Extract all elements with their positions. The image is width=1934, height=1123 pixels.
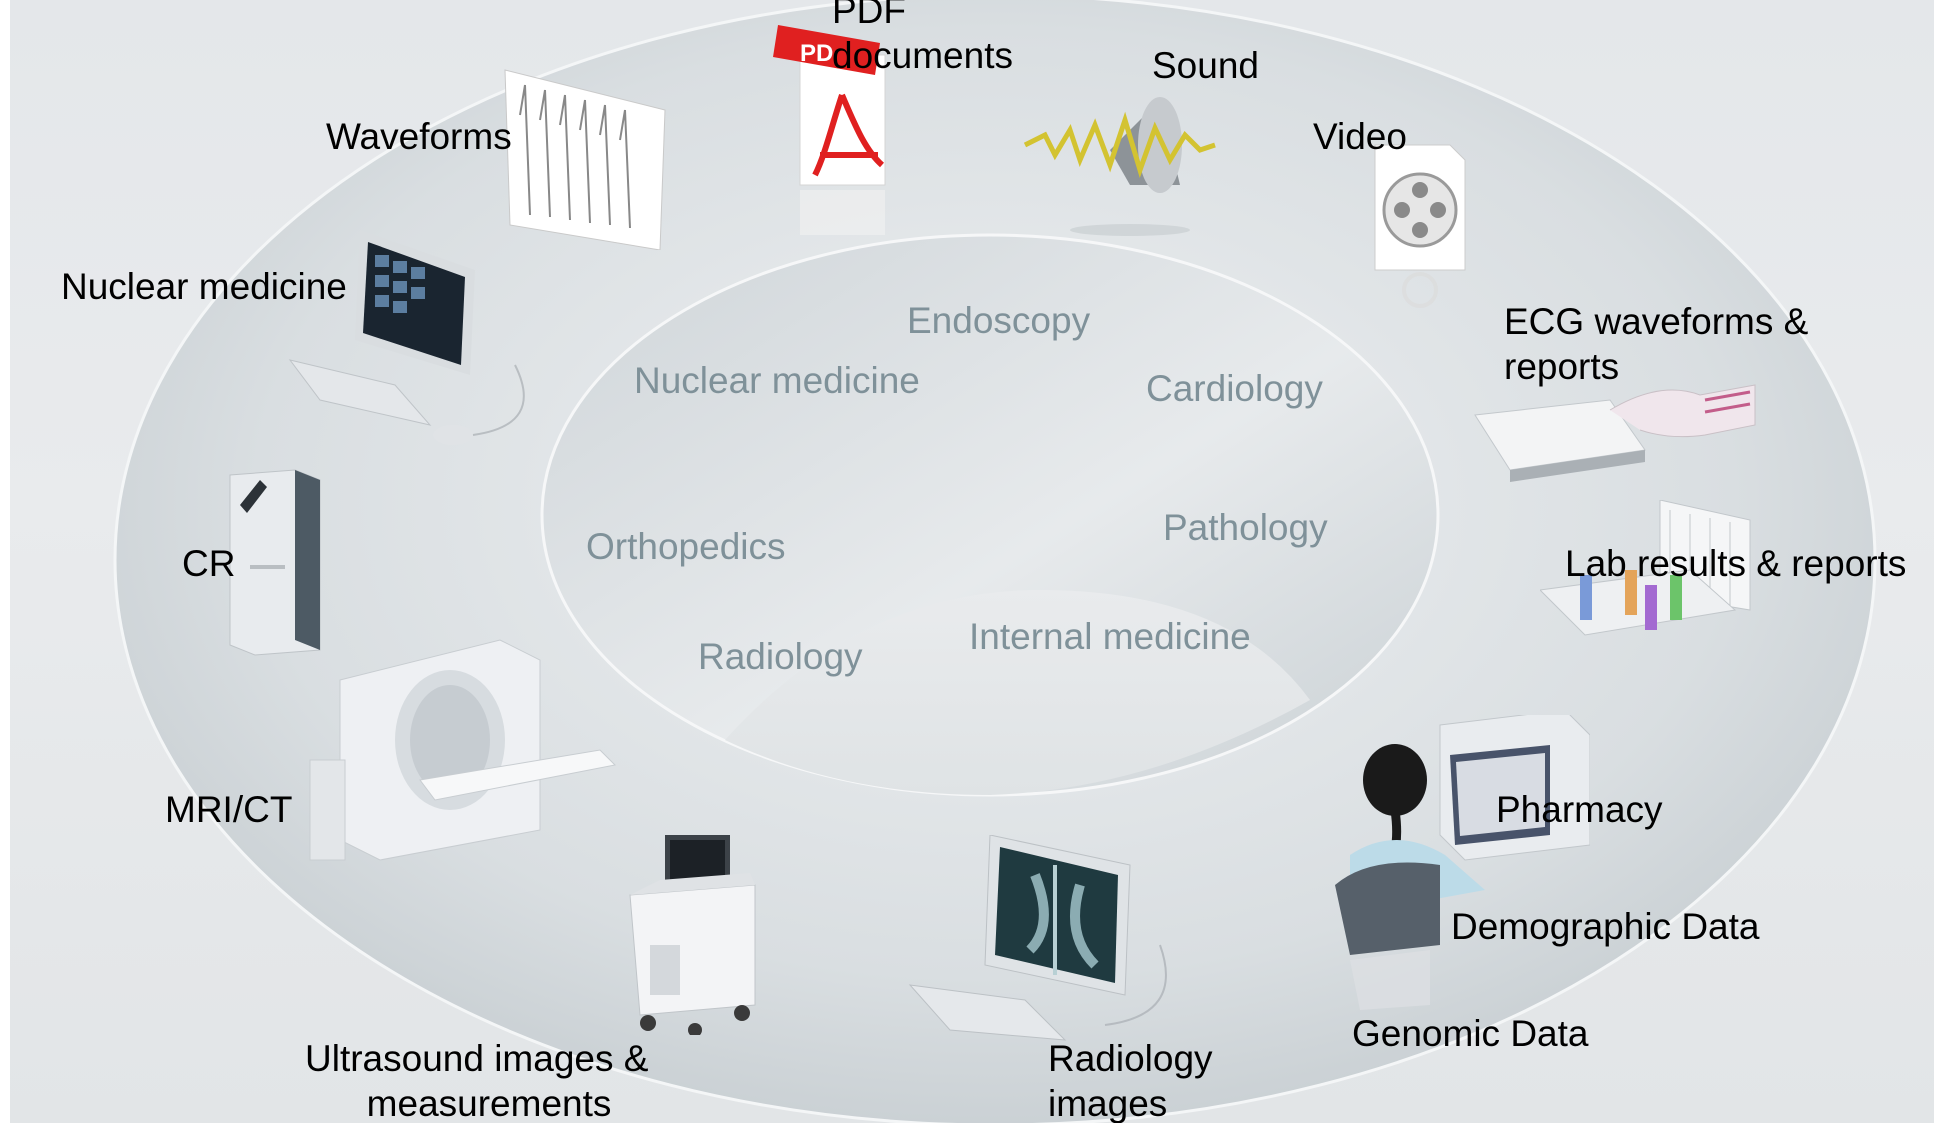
lab-tubes-icon bbox=[1540, 500, 1751, 636]
label-pharmacy: Pharmacy bbox=[1496, 789, 1663, 830]
pharmacist-at-computer-icon bbox=[1335, 715, 1590, 1010]
label-genomic-data: Genomic Data bbox=[1352, 1013, 1589, 1054]
inner-label-radiology: Radiology bbox=[698, 636, 863, 677]
workstation-icon bbox=[288, 230, 525, 445]
label-radiology-images: Radiology images bbox=[1048, 1038, 1213, 1123]
label-nuclear-medicine: Nuclear medicine bbox=[61, 266, 347, 307]
video-reel-icon bbox=[1374, 144, 1466, 308]
ecg-machine-icon bbox=[1474, 384, 1756, 482]
label-pdf-documents: PDF documents bbox=[832, 0, 1013, 76]
label-demographic-data: Demographic Data bbox=[1451, 906, 1760, 947]
label-video: Video bbox=[1313, 116, 1407, 157]
inner-floor bbox=[725, 590, 1310, 795]
sound-icon bbox=[1023, 97, 1216, 236]
ultrasound-machine-icon bbox=[629, 835, 756, 1035]
svg-text:PD: PD bbox=[800, 40, 833, 67]
inner-label-internal-medicine: Internal medicine bbox=[969, 616, 1251, 657]
inner-label-endoscopy: Endoscopy bbox=[907, 300, 1091, 341]
inner-label-orthopedics: Orthopedics bbox=[586, 526, 786, 567]
radiology-workstation-icon bbox=[908, 835, 1167, 1041]
label-waveforms: Waveforms bbox=[326, 116, 512, 157]
label-cr: CR bbox=[182, 543, 236, 584]
label-sound: Sound bbox=[1152, 45, 1259, 86]
inner-label-pathology: Pathology bbox=[1163, 507, 1328, 548]
inner-label-nuclear-medicine: Nuclear medicine bbox=[634, 360, 920, 401]
inner-label-cardiology: Cardiology bbox=[1146, 368, 1323, 409]
label-ultrasound-images-measurements: Ultrasound images & measurements bbox=[305, 1038, 649, 1123]
label-lab-results-reports: Lab results & reports bbox=[1565, 543, 1907, 584]
pdf-icon: PD bbox=[773, 25, 886, 235]
cr-reader-icon bbox=[229, 469, 321, 656]
mri-scanner-icon bbox=[309, 639, 617, 861]
waveform-chart-icon bbox=[504, 69, 666, 250]
label-ecg-waveforms-reports: ECG waveforms & reports bbox=[1504, 301, 1809, 387]
label-mri-ct: MRI/CT bbox=[165, 789, 293, 830]
